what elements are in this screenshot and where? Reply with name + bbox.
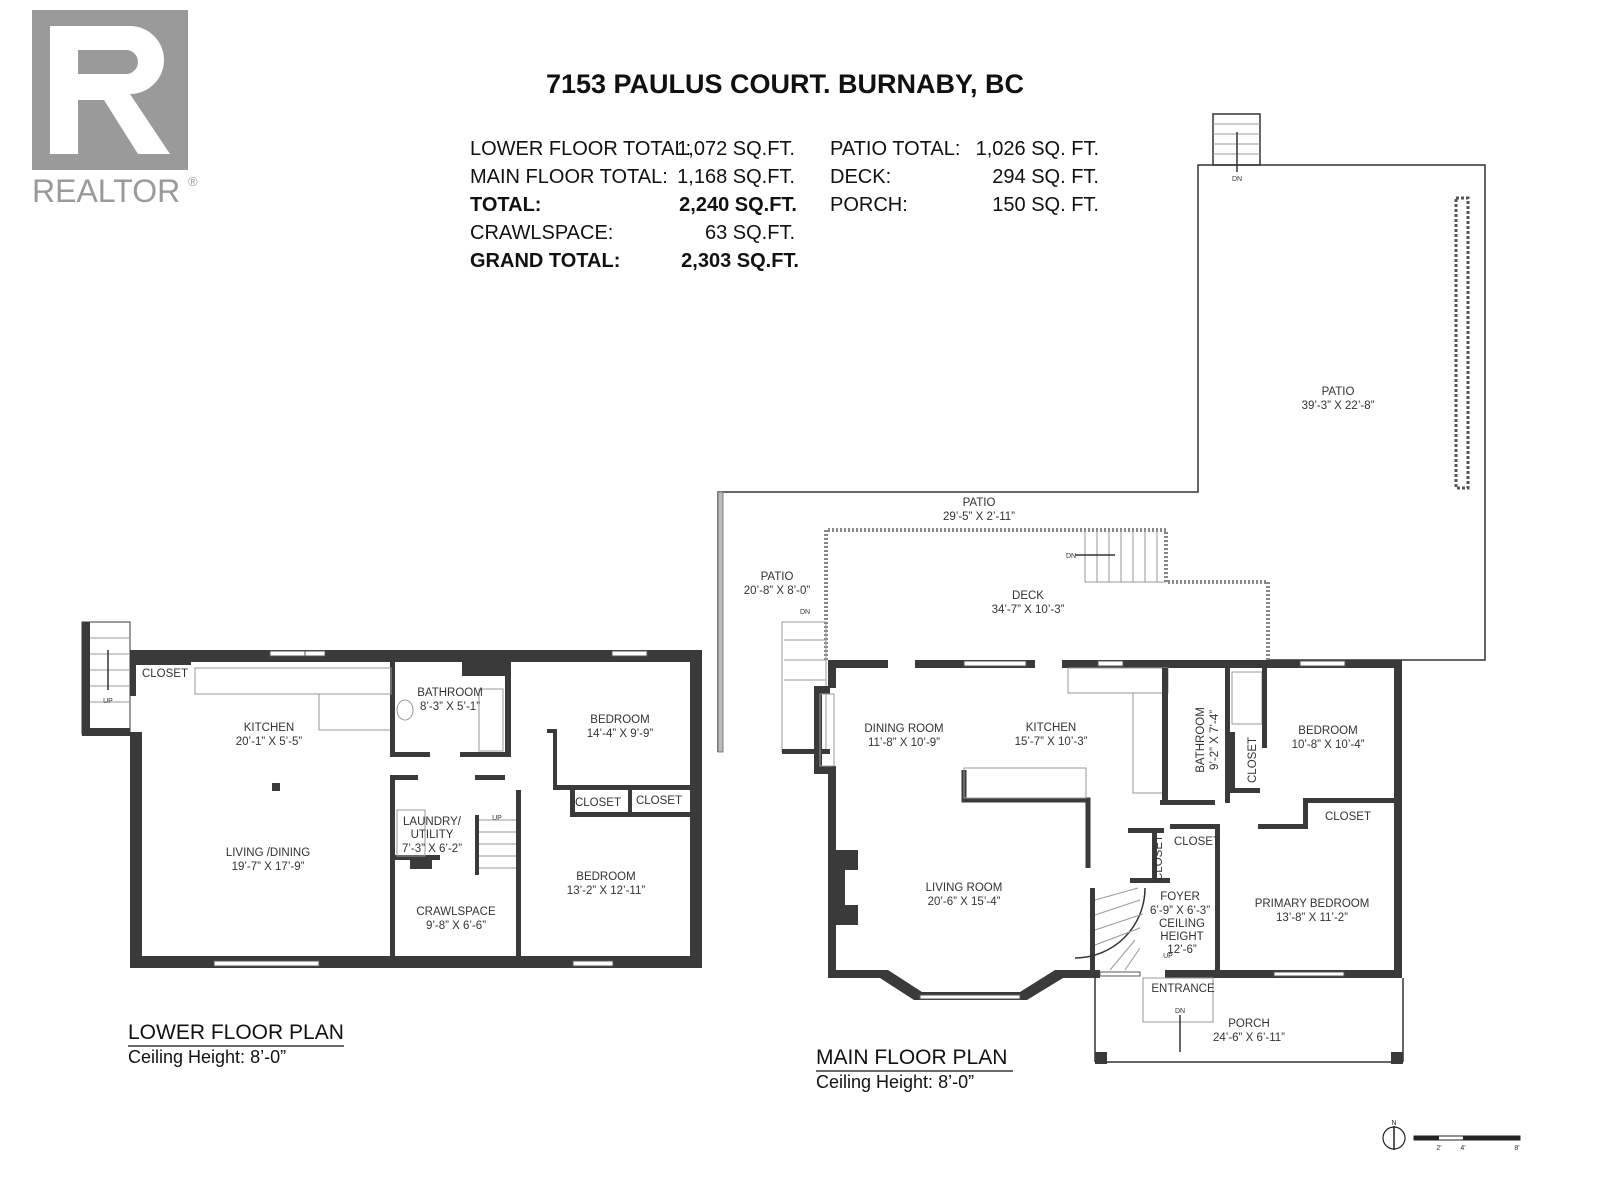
room-name: BATHROOM (1195, 707, 1207, 773)
room-name: BEDROOM (576, 871, 635, 883)
stairs-down-label: DN (800, 609, 810, 616)
summary-label: GRAND TOTAL: (470, 250, 620, 272)
room-dimensions: 13’-8” X 11’-2” (1276, 912, 1348, 924)
page-title: 7153 PAULUS COURT. BURNABY, BC (546, 69, 1024, 99)
summary-value: 2,240 SQ.FT. (679, 194, 797, 216)
room-dimensions: 24’-6” X 6’-11” (1213, 1032, 1285, 1044)
stairs-down-label: DN (1175, 1008, 1185, 1015)
ceiling-height-value: 12’-6” (1167, 944, 1197, 956)
summary-value: 294 SQ. FT. (992, 166, 1099, 188)
room-name: UTILITY (411, 829, 454, 841)
logo-mark: ® (188, 174, 198, 189)
summary-label: CRAWLSPACE: (470, 222, 613, 244)
room-dimensions: 8’-3” X 5’-1” (420, 701, 480, 713)
logo-text: REALTOR (32, 173, 180, 209)
stairs-up-label: UP (492, 815, 502, 822)
lower-floor-plan: UP (81, 621, 702, 1067)
room-dimensions: 10’-8” X 10’-4” (1292, 739, 1365, 751)
room-name: PATIO (761, 571, 794, 583)
summary-label: TOTAL: (470, 194, 541, 216)
scale-tick: 8' (1514, 1145, 1519, 1152)
room-dimensions: 6’-9” X 6’-3” (1150, 905, 1210, 917)
closet-label: CLOSET (575, 797, 621, 809)
room-name: LAUNDRY/ (403, 816, 462, 828)
room-dimensions: 29’-5” X 2’-11” (943, 511, 1015, 523)
room-dimensions: 19’-7” X 17’-9” (232, 861, 305, 873)
room-name: DECK (1012, 590, 1044, 602)
room-name: ENTRANCE (1151, 983, 1215, 995)
room-name: PATIO (963, 497, 996, 509)
room-name: FOYER (1160, 891, 1200, 903)
summary-label: PORCH: (830, 194, 908, 216)
room-name: CRAWLSPACE (416, 906, 496, 918)
lower-floor-title: LOWER FLOOR PLAN (128, 1021, 344, 1044)
compass-icon: N (1382, 1120, 1406, 1150)
room-name: PORCH (1228, 1018, 1270, 1030)
room-name: LIVING /DINING (226, 847, 310, 859)
room-name: BEDROOM (590, 714, 649, 726)
room-dimensions: 15’-7” X 10’-3” (1015, 736, 1088, 748)
scale-bar: 2' 4' 8' (1413, 1135, 1521, 1152)
area-summary-left: LOWER FLOOR TOTAL: 1,072 SQ.FT. MAIN FLO… (470, 138, 799, 272)
stairs-up-label: UP (1163, 953, 1173, 960)
summary-label: PATIO TOTAL: (830, 138, 960, 160)
room-dimensions: 20’-8” X 8’-0” (744, 585, 811, 597)
stairs-up-label: UP (103, 698, 113, 705)
room-dimensions: 11’-8” X 10’-9” (868, 737, 940, 749)
closet-label: CLOSET (1247, 737, 1259, 783)
summary-label: LOWER FLOOR TOTAL: (470, 138, 691, 160)
ceiling-height-label: CEILING (1159, 918, 1205, 930)
room-name: KITCHEN (244, 722, 294, 734)
closet-label: CLOSET (142, 668, 188, 680)
room-dimensions: 14’-4” X 9’-9” (587, 728, 654, 740)
summary-value: 1,168 SQ.FT. (677, 166, 795, 188)
room-name: BEDROOM (1298, 725, 1357, 737)
compass-label: N (1391, 1120, 1396, 1127)
room-name: LIVING ROOM (926, 882, 1003, 894)
ceiling-height-label: HEIGHT (1160, 931, 1203, 943)
room-dimensions: 20’-6” X 15’-4” (928, 896, 1001, 908)
room-dimensions: 13’-2” X 12’-11” (567, 885, 646, 897)
summary-label: MAIN FLOOR TOTAL: (470, 166, 668, 188)
scale-tick: 2' (1436, 1145, 1441, 1152)
closet-label: CLOSET (636, 795, 682, 807)
scale-tick: 4' (1460, 1145, 1465, 1152)
summary-value: 1,072 SQ.FT. (677, 138, 795, 160)
summary-value: 2,303 SQ.FT. (681, 250, 799, 272)
summary-value: 150 SQ. FT. (992, 194, 1099, 216)
stairs-down-label: DN (1066, 553, 1076, 560)
room-dimensions: 7’-3” X 6’-2” (402, 843, 462, 855)
main-floor-title: MAIN FLOOR PLAN (816, 1046, 1007, 1069)
room-name: BATHROOM (417, 687, 483, 699)
main-floor-ceiling: Ceiling Height: 8’-0” (816, 1072, 974, 1092)
closet-label: CLOSET (1174, 836, 1220, 848)
room-name: PATIO (1322, 386, 1355, 398)
room-dimensions: 9’-8” X 6’-6” (426, 920, 486, 932)
area-summary-right: PATIO TOTAL: 1,026 SQ. FT. DECK: 294 SQ.… (830, 138, 1099, 216)
room-name: DINING ROOM (864, 723, 943, 735)
room-dimensions: 20’-1” X 5’-5” (236, 736, 303, 748)
summary-value: 1,026 SQ. FT. (976, 138, 1099, 160)
room-name: PRIMARY BEDROOM (1255, 898, 1370, 910)
main-floor-plan: DN DN DN (717, 113, 1486, 1092)
summary-value: 63 SQ.FT. (705, 222, 795, 244)
room-dimensions: 34’-7” X 10’-3” (992, 604, 1065, 616)
room-dimensions: 9’-2” X 7’-4” (1209, 710, 1221, 770)
room-dimensions: 39’-3” X 22’-8” (1302, 400, 1375, 412)
stairs-down-label: DN (1232, 176, 1242, 183)
summary-label: DECK: (830, 166, 891, 188)
closet-label: CLOSET (1325, 811, 1371, 823)
lower-floor-ceiling: Ceiling Height: 8’-0” (128, 1047, 286, 1067)
room-name: KITCHEN (1026, 722, 1076, 734)
closet-label: CLOSET (1153, 835, 1165, 881)
realtor-logo: REALTOR ® (32, 10, 198, 209)
